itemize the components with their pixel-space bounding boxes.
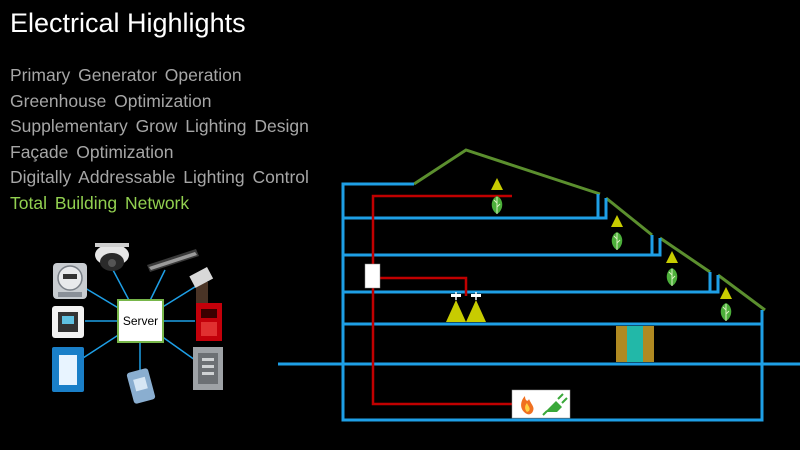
server-node: Server	[117, 299, 164, 343]
plant-icon	[720, 302, 732, 322]
bullet-list: Primary Generator Operation Greenhouse O…	[10, 63, 309, 217]
plant-icon	[666, 267, 678, 287]
security-camera-icon	[95, 243, 129, 271]
bullet-dali: Digitally Addressable Lighting Control	[10, 167, 309, 188]
bullet-total-building-network: Total Building Network	[10, 192, 190, 213]
pendant-light-fixtures	[446, 292, 486, 322]
building-section	[278, 148, 800, 422]
network-diagram	[52, 243, 223, 404]
distribution-panel	[364, 263, 381, 289]
fire-alarm-panel-icon	[196, 303, 222, 341]
greenhouse-roof	[413, 148, 601, 196]
grow-light-icon	[611, 215, 623, 227]
touchscreen-panel-icon	[52, 347, 84, 392]
grow-light-icon	[720, 287, 732, 299]
plug-icon	[542, 393, 568, 416]
slide-title: Electrical Highlights	[10, 8, 246, 38]
bullet-primary-generator: Primary Generator Operation	[10, 65, 242, 85]
linear-light-fixture-icon	[147, 249, 199, 272]
flame-icon	[521, 396, 534, 415]
plant-icon	[491, 195, 503, 215]
bullet-greenhouse: Greenhouse Optimization	[10, 90, 212, 111]
card-reader-icon	[189, 267, 214, 304]
bullet-grow-lighting: Supplementary Grow Lighting Design	[10, 116, 309, 137]
grow-light-icon	[666, 251, 678, 263]
plant-icon	[611, 231, 623, 251]
sloped-greenhouse-roofs	[605, 196, 766, 312]
thermostat-icon	[52, 306, 84, 338]
building-structure	[278, 182, 800, 422]
electrical-panel-icon	[193, 347, 223, 390]
bullet-facade: Façade Optimization	[10, 141, 174, 162]
elevator-door	[616, 326, 654, 362]
power-riser	[371, 194, 512, 406]
electric-meter-icon	[53, 263, 87, 299]
io-module-icon	[126, 368, 156, 404]
grow-light-icon	[491, 178, 503, 190]
generator-unit	[511, 389, 571, 419]
